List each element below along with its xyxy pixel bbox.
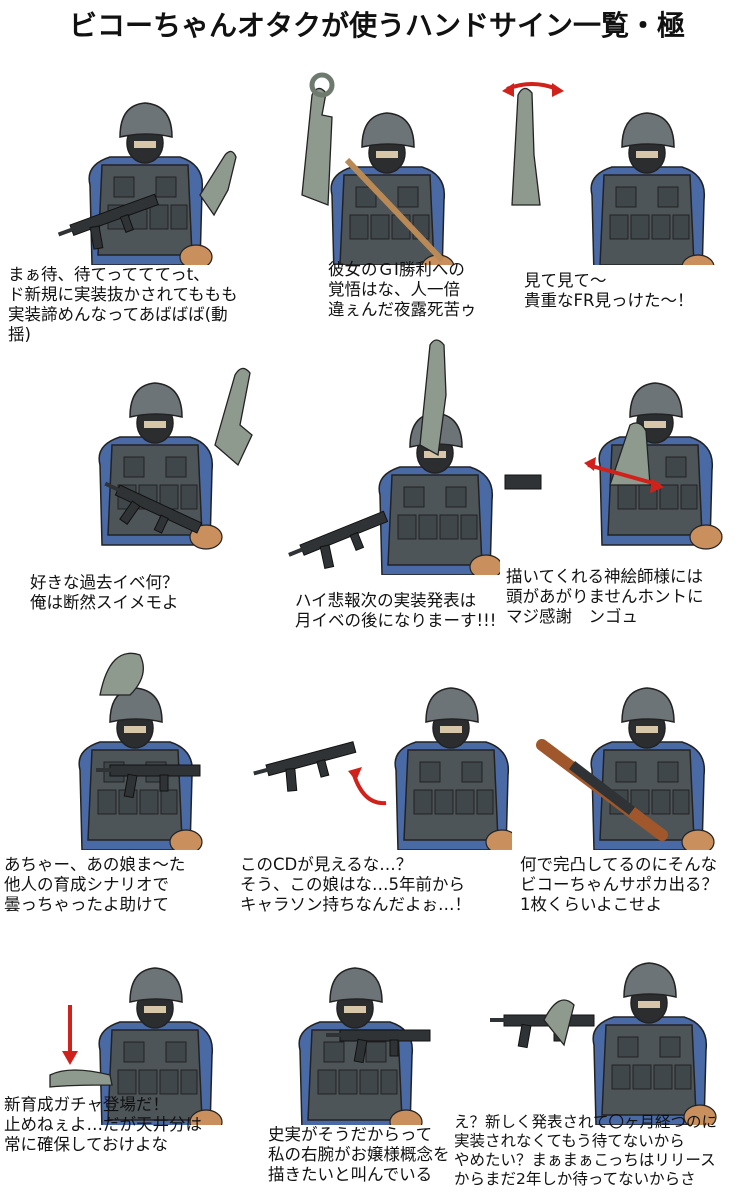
panel-1-caption: まぁ待、待てってててっt、 ド新規に実装抜かされてももも 実装諦めんなってあばば… [8, 265, 238, 344]
panel-3: 見て見て～ 貴重なFR見っけた～！ [502, 55, 754, 335]
panel-1: まぁ待、待てってててっt、 ド新規に実装抜かされてももも 実装諦めんなってあばば… [0, 55, 250, 344]
panel-10: 新育成ガチャ登場だ！ 止めねぇよ…だが天井分は 常に確保しておけよな [0, 925, 250, 1200]
panel-4-caption: 好きな過去イベ何？ 俺は断然スイメモよ [30, 573, 179, 612]
panel-7-caption: あちゃー、あの娘ま～た 他人の育成シナリオで 曇っちゃったよ助けて [4, 855, 186, 914]
panel-12-caption: え？新しく発表されて〇ヶ月経つのに 実装されなくてもう待てないから やめたい？ま… [454, 1113, 718, 1188]
page-title: ビコーちゃんオタクが使うハンドサイン一覧・極 [68, 9, 685, 42]
panel-10-illustration [49, 967, 223, 1125]
panel-2-caption: 彼女のＧⅠ勝利への 覚悟はな、人一倍 違ぇんだ夜露死苦ゥ [328, 260, 477, 319]
panel-2-illustration [301, 72, 455, 265]
panel-9-caption: 何で完凸してるのにそんな ビコーちゃんサポカ出る？ 1枚くらいよこせよ [520, 855, 718, 914]
panel-4: 好きな過去イベ何？ 俺は断然スイメモよ [0, 335, 260, 635]
panel-5-illustration [286, 339, 500, 575]
panel-9-illustration [536, 687, 715, 850]
panel-3-caption: 見て見て～ 貴重なFR見っけた～！ [524, 271, 694, 310]
panel-11-caption: 史実がそうだからって 私の右腕がお嬢様概念を 描きたいと叫んでいる [268, 1125, 450, 1184]
panel-12-illustration [489, 962, 717, 1125]
panel-5: ハイ悲報次の実装発表は 月イベの後になりまーす!!! [260, 335, 500, 635]
panel-2: 彼女のＧⅠ勝利への 覚悟はな、人一倍 違ぇんだ夜露死苦ゥ [252, 55, 502, 335]
panel-10-caption: 新育成ガチャ登場だ！ 止めねぇよ…だが天井分は 常に確保しておけよな [4, 1095, 202, 1154]
panel-7-illustration [78, 652, 203, 850]
panel-11: 史実がそうだからって 私の右腕がお嬢様概念を 描きたいと叫んでいる [250, 925, 464, 1200]
panel-1-illustration [56, 102, 237, 265]
panel-8: このCDが見えるな…？ そう、この娘はな…5年前から キャラソン持ちなんだよぉ…… [236, 635, 512, 925]
panel-6-illustration [504, 382, 723, 550]
panel-4-illustration [93, 367, 253, 554]
panel-6: 描いてくれる神絵師様には 頭があがりませんホントに マジ感謝 ンゴュ [500, 335, 754, 635]
panel-11-illustration [298, 967, 431, 1125]
panel-8-caption: このCDが見えるな…？ そう、この娘はな…5年前から キャラソン持ちなんだよぉ…… [240, 855, 471, 914]
panel-7: あちゃー、あの娘ま～た 他人の育成シナリオで 曇っちゃったよ助けて [0, 635, 250, 925]
panel-8-illustration [251, 687, 512, 850]
panel-6-caption: 描いてくれる神絵師様には 頭があがりませんホントに マジ感謝 ンゴュ [506, 567, 704, 626]
panel-9: 何で完凸してるのにそんな ビコーちゃんサポカ出る？ 1枚くらいよこせよ [512, 635, 754, 925]
panel-12: え？新しく発表されて〇ヶ月経つのに 実装されなくてもう待てないから やめたい？ま… [454, 925, 754, 1200]
panel-3-illustration [502, 82, 715, 265]
panel-5-caption: ハイ悲報次の実装発表は 月イベの後になりまーす!!! [295, 591, 497, 630]
